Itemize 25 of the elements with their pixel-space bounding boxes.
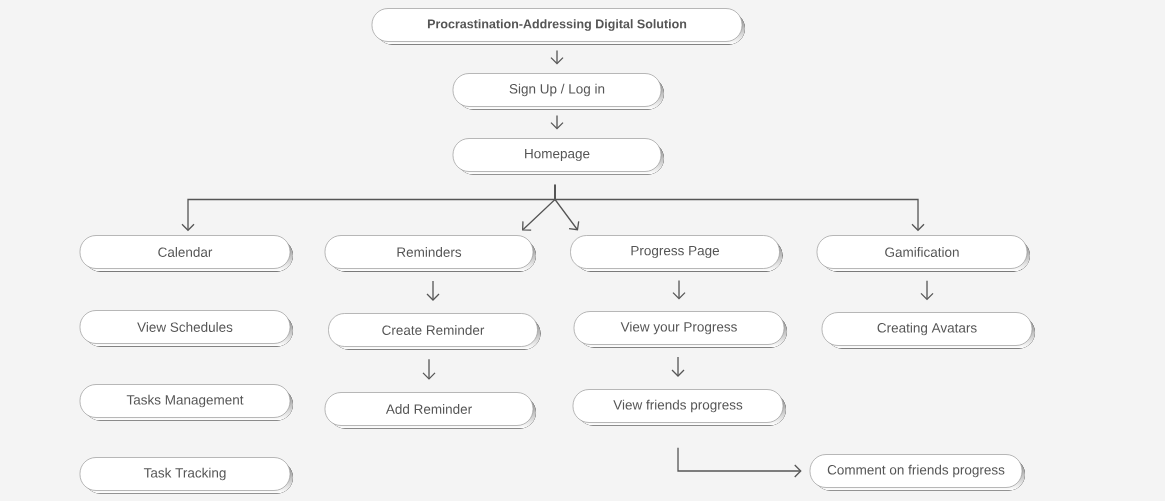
process-box: Tasks Management	[79, 384, 293, 421]
arrow	[422, 358, 436, 380]
process-box: Progress Page	[570, 235, 783, 272]
arrow	[550, 114, 564, 130]
arrow	[426, 280, 440, 301]
process-box: View your Progress	[573, 311, 787, 348]
arrow	[554, 184, 925, 232]
process-box: Task Tracking	[79, 457, 293, 494]
process-box: Add Reminder	[324, 392, 536, 429]
arrow	[920, 280, 934, 301]
process-box: Creating Avatars	[821, 312, 1035, 349]
arrow	[677, 447, 802, 478]
process-box: Procrastination-Addressing Digital Solution	[371, 8, 745, 45]
process-box: Sign Up / Log in	[452, 73, 664, 110]
arrow	[550, 49, 564, 65]
arrow	[671, 356, 685, 377]
process-box: View friends progress	[572, 389, 786, 426]
process-box: Gamification	[816, 235, 1030, 272]
process-box: Reminders	[324, 235, 536, 272]
process-box: Homepage	[452, 138, 664, 175]
process-box: Comment on friends progress	[809, 454, 1025, 491]
process-box: Calendar	[79, 235, 293, 272]
process-box: Create Reminder	[328, 313, 541, 350]
process-box: View Schedules	[79, 310, 293, 347]
arrow	[672, 279, 686, 300]
